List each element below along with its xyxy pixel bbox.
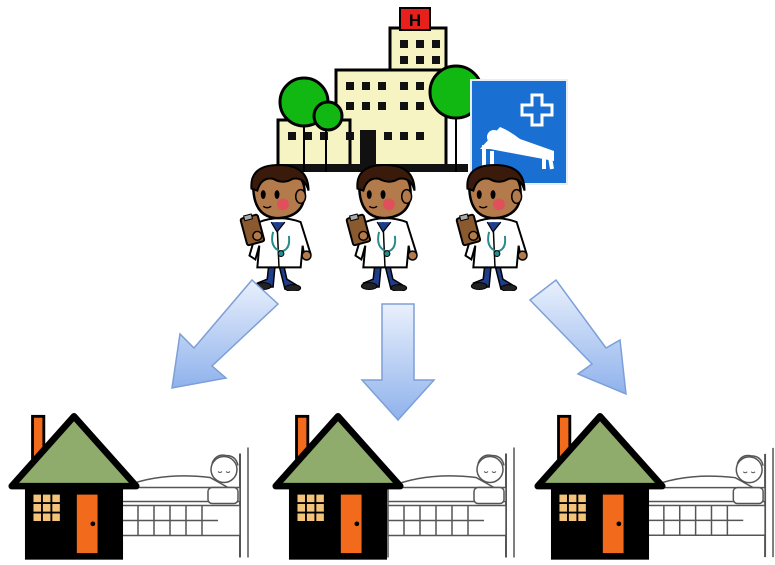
house-icon	[272, 412, 404, 564]
house-icon	[534, 412, 666, 564]
doctor-icon	[454, 163, 536, 291]
doctor-icon	[238, 163, 320, 291]
arrow-down-right-icon	[526, 276, 630, 398]
hospital-building-icon: H	[276, 4, 484, 184]
house-icon	[8, 412, 140, 564]
hospital-sign-text: H	[409, 11, 421, 30]
doctor-icon	[344, 163, 426, 291]
arrow-down-left-icon	[166, 278, 282, 394]
patient-in-bed-icon	[386, 440, 516, 565]
arrow-down-icon	[360, 302, 436, 422]
